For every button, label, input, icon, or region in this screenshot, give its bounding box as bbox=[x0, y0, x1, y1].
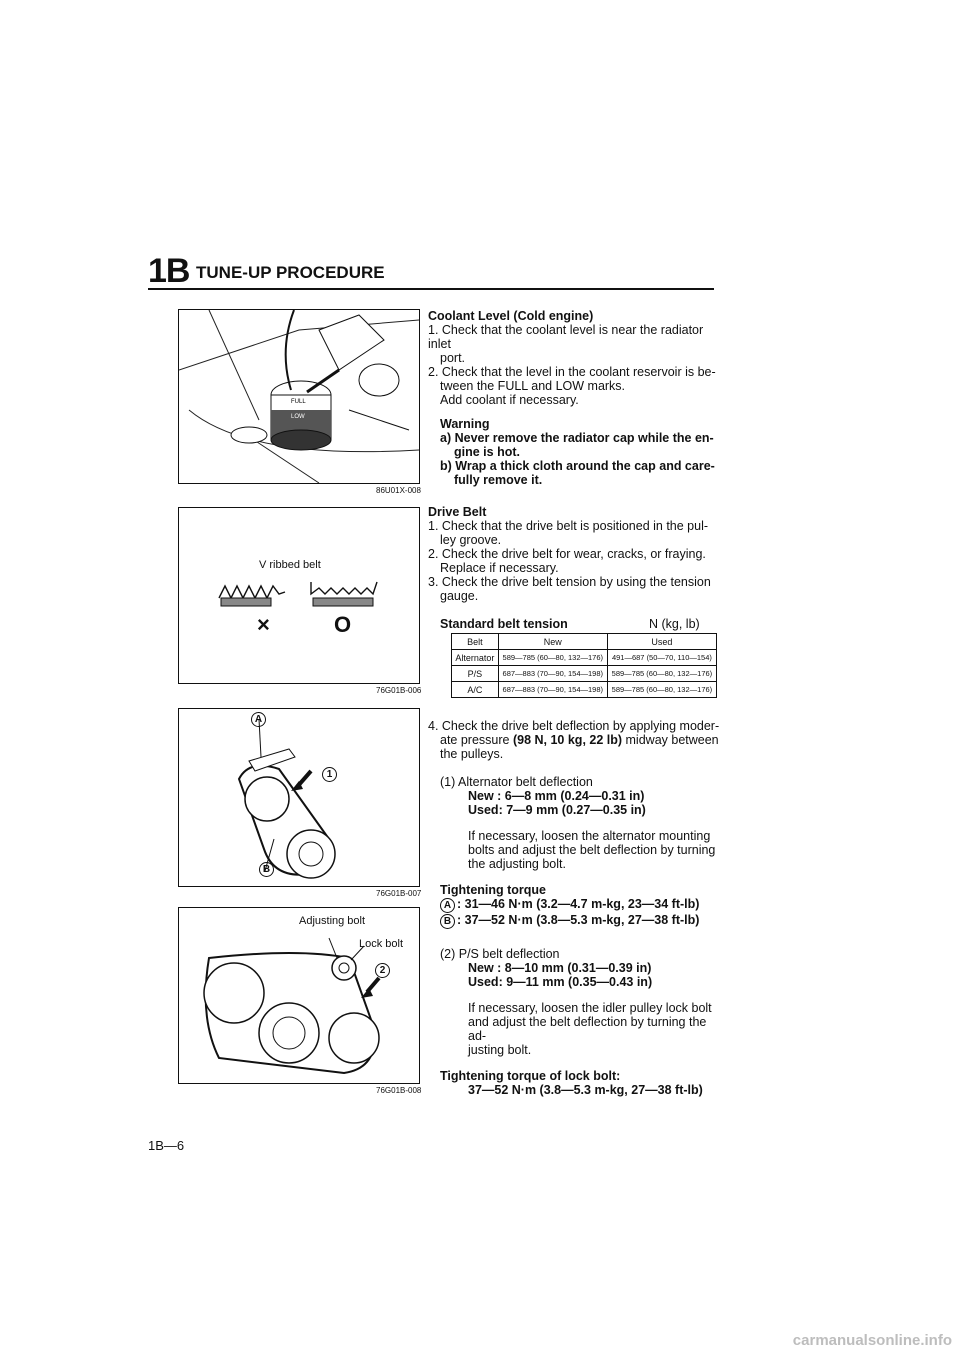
adjusting-bolt-label: Adjusting bolt bbox=[299, 915, 366, 927]
table-header-row: Belt New Used bbox=[451, 633, 718, 650]
table-row: Alternator 589—785 (60—80, 132—176) 491—… bbox=[451, 649, 718, 666]
callout-b: B bbox=[259, 859, 276, 877]
warning-b: b) Wrap a thick cloth around the cap and… bbox=[440, 459, 715, 473]
belt-step-1: 1. Check that the drive belt is position… bbox=[428, 519, 709, 533]
coolant-section: Coolant Level (Cold engine) 1. Check tha… bbox=[428, 309, 718, 487]
ps-deflection-title: (2) P/S belt deflection bbox=[440, 947, 560, 961]
ps-belt-illustration bbox=[203, 937, 381, 1075]
correct-mark: O bbox=[334, 612, 352, 637]
figure-code: 76G01B-008 bbox=[376, 1086, 422, 1095]
watermark: carmanualsonline.info bbox=[792, 1332, 952, 1349]
torque-title: Tightening torque bbox=[440, 883, 547, 897]
deflection-section: 4. Check the drive belt deflection by ap… bbox=[428, 719, 720, 1097]
belt-tension-table: Belt New Used Alternator 589—785 (60—80,… bbox=[451, 633, 718, 698]
alternator-belt-illustration bbox=[237, 718, 336, 879]
incorrect-mark: × bbox=[257, 612, 270, 637]
ps-used: Used: 9—11 mm (0.35—0.43 in) bbox=[468, 975, 653, 989]
figure-code: 86U01X-008 bbox=[376, 486, 421, 495]
svg-text:FULL: FULL bbox=[291, 399, 306, 405]
coolant-step-2: 2. Check that the level in the coolant r… bbox=[428, 365, 716, 379]
warning-heading: Warning bbox=[440, 417, 490, 431]
torque-a: A: 31—46 N·m (3.2—4.7 m-kg, 23—34 ft-lb) bbox=[428, 897, 720, 913]
std-tension-title: Standard belt tension bbox=[440, 617, 568, 631]
lock-bolt-label: Lock bolt bbox=[359, 938, 404, 950]
coolant-heading: Coolant Level (Cold engine) bbox=[428, 309, 594, 323]
belt-step-3: 3. Check the drive belt tension by using… bbox=[428, 575, 711, 589]
drive-belt-section: Drive Belt 1. Check that the drive belt … bbox=[428, 505, 718, 603]
figure-coolant-reservoir: FULL LOW bbox=[178, 309, 420, 484]
belt-profile-diagram bbox=[218, 581, 378, 607]
drive-belt-heading: Drive Belt bbox=[428, 505, 487, 519]
warning-a: a) Never remove the radiator cap while t… bbox=[440, 431, 714, 445]
alternator-new: New : 6—8 mm (0.24—0.31 in) bbox=[468, 789, 645, 803]
ps-new: New : 8—10 mm (0.31—0.39 in) bbox=[468, 961, 652, 975]
figure-ps-belt: Adjusting bolt Lock bolt 2 bbox=[178, 907, 420, 1084]
belt-step-4: 4. Check the drive belt deflection by ap… bbox=[428, 719, 720, 733]
lock-bolt-torque-value: 37—52 N·m (3.8—5.3 m-kg, 27—38 ft-lb) bbox=[468, 1083, 703, 1097]
table-row: A/C 687—883 (70—90, 154—198) 589—785 (60… bbox=[451, 681, 718, 698]
belt-step-2: 2. Check the drive belt for wear, cracks… bbox=[428, 547, 706, 561]
callout-a: A bbox=[251, 709, 268, 727]
header-rule bbox=[148, 288, 714, 290]
coolant-reservoir-illustration: FULL LOW bbox=[179, 310, 419, 483]
alternator-used: Used: 7—9 mm (0.27—0.35 in) bbox=[468, 803, 646, 817]
figure-label: V ribbed belt bbox=[259, 559, 321, 571]
callout-1: 1 bbox=[322, 764, 339, 782]
section-code: 1B bbox=[148, 252, 190, 290]
figure-code: 76G01B-007 bbox=[376, 889, 422, 898]
figure-alternator-belt: A B 1 bbox=[178, 708, 420, 887]
callout-2: 2 bbox=[375, 960, 392, 978]
page-number: 1B—6 bbox=[148, 1138, 185, 1153]
lock-bolt-torque-title: Tightening torque of lock bolt: bbox=[440, 1069, 621, 1083]
torque-b: B: 37—52 N·m (3.8—5.3 m-kg, 27—38 ft-lb) bbox=[428, 913, 720, 929]
figure-code: 76G01B-006 bbox=[376, 686, 422, 695]
alternator-deflection-title: (1) Alternator belt deflection bbox=[440, 775, 593, 789]
table-row: P/S 687—883 (70—90, 154—198) 589—785 (60… bbox=[451, 665, 718, 682]
std-tension-unit: N (kg, lb) bbox=[649, 617, 700, 631]
figure-v-ribbed-belt: V ribbed belt × O bbox=[178, 507, 420, 684]
coolant-step-1: 1. Check that the coolant level is near … bbox=[428, 323, 704, 351]
svg-text:LOW: LOW bbox=[291, 414, 305, 420]
section-title: TUNE-UP PROCEDURE bbox=[196, 263, 385, 282]
